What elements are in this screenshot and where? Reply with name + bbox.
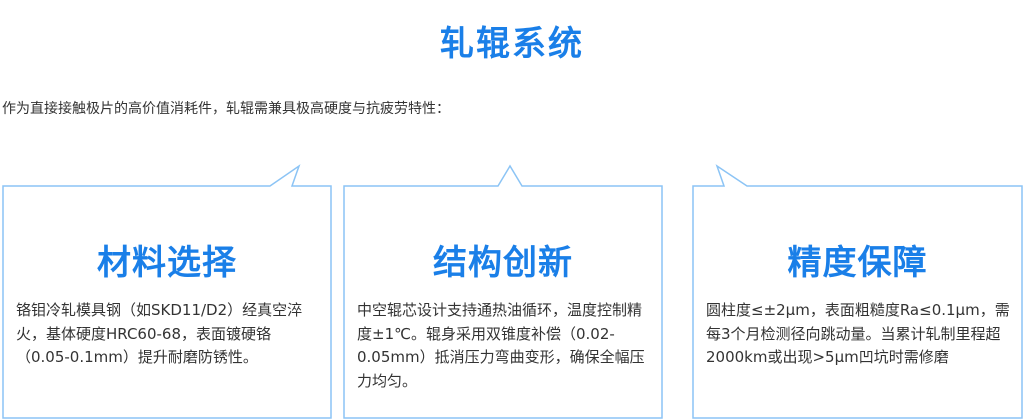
card-title: 结构创新 [433, 243, 573, 283]
card-title: 精度保障 [787, 243, 928, 283]
card-precision: 精度保障 圆柱度≤±2μm，表面粗糙度Ra≤0.1μm，需每3个月检测径向跳动量… [692, 163, 1023, 420]
speech-bubble-outline [692, 164, 1023, 419]
page-title: 轧辊系统 [440, 24, 584, 64]
speech-bubble-outline [343, 164, 663, 419]
card-title: 材料选择 [97, 243, 237, 283]
card-material: 材料选择 铬钼冷轧模具钢（如SKD11/D2）经真空淬火，基体硬度HRC60-6… [2, 163, 332, 420]
intro-text: 作为直接接触极片的高价值消耗件，轧辊需兼具极高硬度与抗疲劳特性： [2, 101, 450, 117]
card-body: 圆柱度≤±2μm，表面粗糙度Ra≤0.1μm，需每3个月检测径向跳动量。当累计轧… [706, 301, 1010, 366]
card-body: 中空辊芯设计支持通热油循环，温度控制精度±1℃。辊身采用双锥度补偿（0.02-0… [357, 301, 645, 390]
speech-bubble-outline [2, 164, 332, 419]
card-structure: 结构创新 中空辊芯设计支持通热油循环，温度控制精度±1℃。辊身采用双锥度补偿（0… [343, 163, 663, 420]
card-body: 铬钼冷轧模具钢（如SKD11/D2）经真空淬火，基体硬度HRC60-68，表面镀… [16, 301, 303, 366]
